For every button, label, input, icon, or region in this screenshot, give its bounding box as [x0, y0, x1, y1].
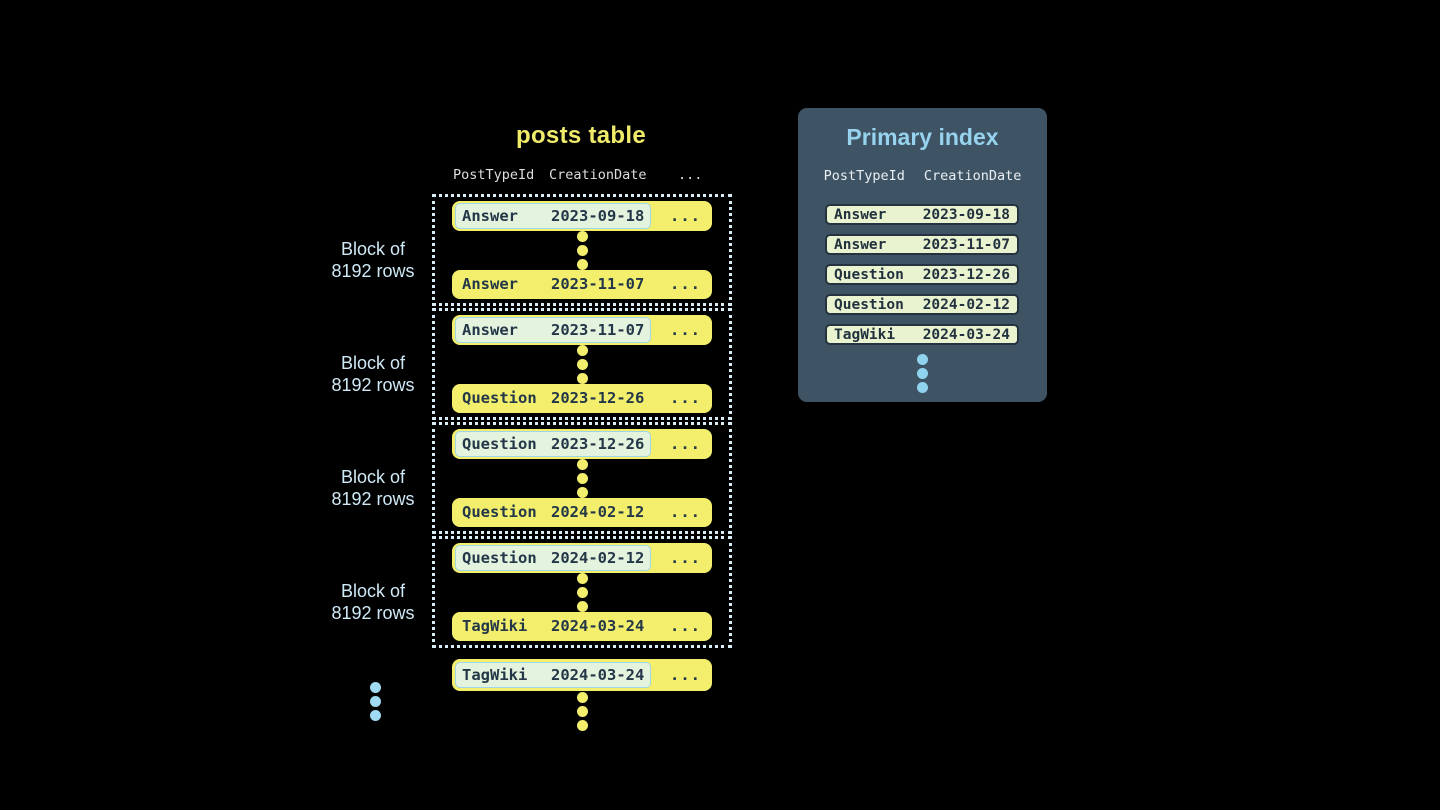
- table-row: TagWiki 2024-03-24 ...: [452, 611, 712, 641]
- index-continues-dots: [798, 354, 1047, 393]
- cell-posttypeid: TagWiki: [462, 666, 528, 684]
- table-continues-dots: [432, 692, 732, 731]
- index-row: Answer 2023-11-07: [825, 234, 1019, 255]
- cell-posttypeid: Question: [834, 296, 904, 313]
- cell-posttypeid: Question: [462, 389, 537, 408]
- cell-posttypeid: TagWiki: [834, 326, 896, 343]
- block-label-4: Block of 8192 rows: [308, 581, 438, 624]
- cell-creationdate: 2024-02-12: [551, 503, 645, 522]
- table-row: Answer 2023-09-18 ...: [452, 201, 712, 231]
- cell-more: ...: [670, 275, 701, 294]
- cell-posttypeid: Answer: [462, 320, 518, 339]
- block-label-line2: 8192 rows: [331, 488, 415, 509]
- cell-creationdate: 2023-12-26: [551, 434, 645, 453]
- primary-index-rows: Answer 2023-09-18 Answer 2023-11-07 Ques…: [825, 204, 1019, 345]
- table-row: Question 2024-02-12 ...: [452, 543, 712, 573]
- index-mark-highlight: Question 2024-02-12: [455, 544, 651, 571]
- more-blocks-dots: [314, 682, 436, 721]
- row-block-1: Answer 2023-09-18 ... Answer 2023-11-07 …: [432, 194, 732, 306]
- block-label-line2: 8192 rows: [331, 374, 415, 395]
- cell-more: ...: [670, 320, 701, 339]
- index-row: Question 2024-02-12: [825, 294, 1019, 315]
- index-row: Question 2023-12-26: [825, 264, 1019, 285]
- index-mark-highlight: TagWiki 2024-03-24: [455, 662, 651, 688]
- cell-posttypeid: TagWiki: [462, 617, 528, 636]
- table-row: Answer 2023-11-07 ...: [452, 269, 712, 299]
- cell-more: ...: [670, 389, 701, 408]
- column-header-posttypeid: PostTypeId: [823, 168, 905, 184]
- cell-posttypeid: Question: [462, 548, 537, 567]
- row-block-3: Question 2023-12-26 ... Question 2024-02…: [432, 422, 732, 534]
- cell-creationdate: 2024-03-24: [922, 326, 1010, 343]
- cell-creationdate: 2023-11-07: [551, 275, 645, 294]
- block-label-2: Block of 8192 rows: [308, 353, 438, 396]
- block-label-line1: Block of: [340, 239, 406, 259]
- row-cells: Question 2023-12-26: [455, 385, 651, 411]
- cell-posttypeid: Question: [462, 434, 537, 453]
- block-label-3: Block of 8192 rows: [308, 467, 438, 510]
- cell-posttypeid: Question: [462, 503, 537, 522]
- row-cells: Question 2024-02-12: [455, 499, 651, 525]
- cell-creationdate: 2023-12-26: [551, 389, 645, 408]
- cell-creationdate: 2024-02-12: [551, 548, 645, 567]
- index-row: TagWiki 2024-03-24: [825, 324, 1019, 345]
- block-label-line1: Block of: [340, 581, 406, 601]
- posts-table-column-headers: PostTypeId CreationDate ...: [432, 167, 732, 185]
- table-row: TagWiki 2024-03-24 ...: [452, 659, 712, 691]
- cell-creationdate: 2023-11-07: [551, 320, 645, 339]
- index-mark-highlight: Answer 2023-09-18: [455, 202, 651, 229]
- table-row: Question 2023-12-26 ...: [452, 429, 712, 459]
- table-row: Question 2023-12-26 ...: [452, 383, 712, 413]
- row-ellipsis-dots: [576, 230, 588, 270]
- block-label-line1: Block of: [340, 353, 406, 373]
- cell-posttypeid: Answer: [834, 236, 887, 253]
- row-ellipsis-dots: [576, 692, 588, 731]
- row-ellipsis-dots: [576, 458, 588, 498]
- index-row: Answer 2023-09-18: [825, 204, 1019, 225]
- cell-creationdate: 2023-12-26: [922, 266, 1010, 283]
- index-mark-highlight: Answer 2023-11-07: [455, 316, 651, 343]
- index-ellipsis-dots: [917, 354, 928, 393]
- cell-more: ...: [670, 503, 701, 522]
- cell-creationdate: 2024-03-24: [551, 617, 645, 636]
- column-header-creationdate: CreationDate: [923, 168, 1022, 184]
- cell-creationdate: 2024-03-24: [551, 666, 645, 684]
- block-label-line2: 8192 rows: [331, 260, 415, 281]
- primary-index-panel: Primary index PostTypeId CreationDate An…: [798, 108, 1047, 402]
- cell-posttypeid: Question: [834, 266, 904, 283]
- block-label-line2: 8192 rows: [331, 602, 415, 623]
- cell-more: ...: [670, 206, 701, 225]
- row-cells: Answer 2023-11-07: [455, 271, 651, 297]
- row-cells: TagWiki 2024-03-24: [455, 613, 651, 639]
- posts-table-title: posts table: [516, 122, 646, 149]
- block-label-line1: Block of: [340, 467, 406, 487]
- cell-more: ...: [670, 666, 701, 684]
- next-block-first-row: TagWiki 2024-03-24 ...: [452, 659, 712, 691]
- cell-posttypeid: Answer: [462, 275, 518, 294]
- cell-more: ...: [670, 617, 701, 636]
- column-header-more: ...: [678, 167, 703, 183]
- cell-creationdate: 2023-09-18: [551, 206, 645, 225]
- cell-creationdate: 2024-02-12: [922, 296, 1010, 313]
- table-row: Question 2024-02-12 ...: [452, 497, 712, 527]
- index-mark-highlight: Question 2023-12-26: [455, 430, 651, 457]
- cell-creationdate: 2023-09-18: [922, 206, 1010, 223]
- block-label-1: Block of 8192 rows: [308, 239, 438, 282]
- table-row: Answer 2023-11-07 ...: [452, 315, 712, 345]
- primary-index-column-headers: PostTypeId CreationDate: [798, 168, 1047, 184]
- row-block-2: Answer 2023-11-07 ... Question 2023-12-2…: [432, 308, 732, 420]
- cell-more: ...: [670, 434, 701, 453]
- cell-more: ...: [670, 548, 701, 567]
- cell-posttypeid: Answer: [834, 206, 887, 223]
- block-ellipsis-dots: [369, 682, 381, 721]
- cell-posttypeid: Answer: [462, 206, 518, 225]
- row-ellipsis-dots: [576, 572, 588, 612]
- cell-creationdate: 2023-11-07: [922, 236, 1010, 253]
- row-ellipsis-dots: [576, 344, 588, 384]
- column-header-posttypeid: PostTypeId: [453, 167, 535, 183]
- column-header-creationdate: CreationDate: [549, 167, 647, 183]
- primary-index-title: Primary index: [846, 124, 999, 150]
- row-block-4: Question 2024-02-12 ... TagWiki 2024-03-…: [432, 536, 732, 648]
